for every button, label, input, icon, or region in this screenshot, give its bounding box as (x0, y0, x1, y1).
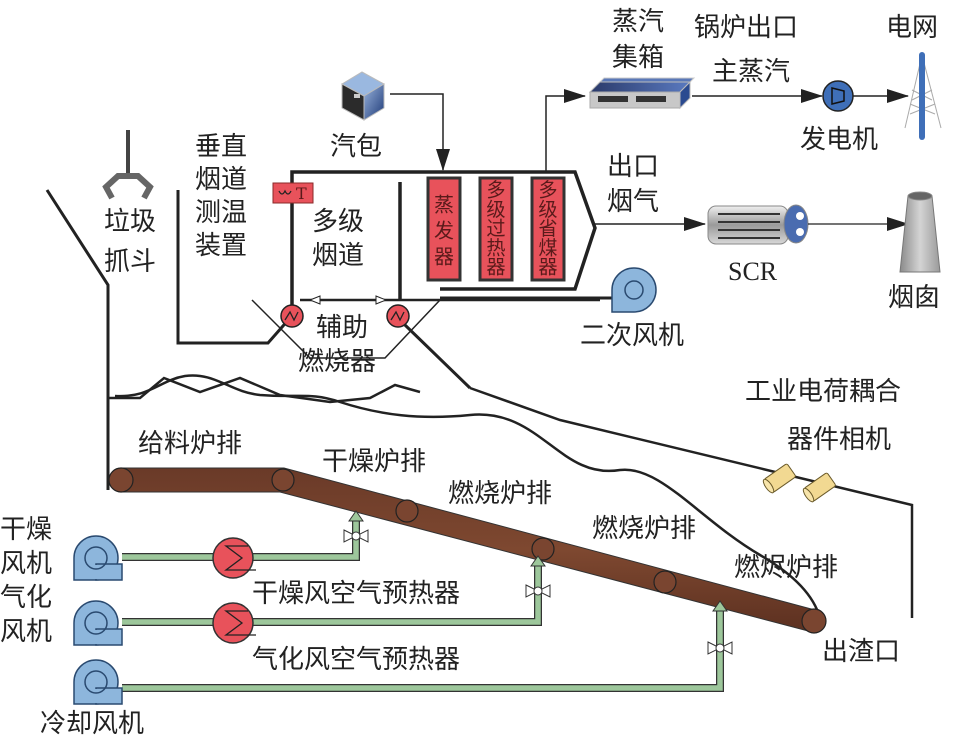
temp-device-line (176, 190, 292, 345)
transmission-tower-icon (904, 52, 942, 140)
valve-icon (707, 641, 733, 655)
centrifugal-fan-icon (73, 600, 123, 646)
burner-right-line (403, 323, 472, 390)
temp-sensor-label: T (296, 184, 307, 203)
burnout-grate-label: 燃烬炉排 (734, 553, 838, 583)
open-arrow-right (308, 295, 321, 305)
valve-icon (525, 584, 551, 598)
feed-grate-label: 给料炉排 (138, 429, 242, 459)
outlet-flue-gas-label-1: 出口 (607, 152, 659, 182)
ccd-camera-icon (762, 463, 836, 503)
feed-hopper-wall (45, 189, 110, 478)
burn-grate-2-label: 燃烧炉排 (592, 514, 696, 544)
burner-icon (280, 304, 304, 328)
centrifugal-fan-icon (73, 535, 123, 581)
scr-reactor-icon (707, 204, 809, 245)
vertical-flue-temp-label-1: 垂直 (195, 132, 247, 162)
chimney-label: 烟囱 (888, 283, 940, 313)
gasify-air-preheater-label: 气化风空气预热器 (252, 645, 460, 675)
superheater-label: 多级过热器 (486, 179, 505, 279)
aux-burner-label-2: 燃烧器 (298, 347, 376, 377)
generator-label: 发电机 (800, 125, 878, 155)
gasify-fan-label-1: 气化 (0, 583, 52, 613)
heat-exchanger-icon (212, 537, 256, 579)
header-box-icon (588, 77, 696, 110)
flame-envelope (114, 374, 822, 619)
burner-funnel (251, 299, 441, 359)
steam-to-header-arrow (545, 89, 586, 172)
slag-outlet-label: 出渣口 (822, 637, 900, 667)
vertical-flue-temp-label-4: 装置 (195, 231, 247, 261)
centrifugal-fan-icon (73, 659, 123, 705)
boiler-outlet-steam-label-2: 主蒸汽 (712, 57, 790, 87)
multi-flue-label-2: 烟道 (312, 241, 364, 271)
camera-line (469, 386, 914, 618)
superheater (478, 176, 514, 282)
dry-fan-label-1: 干燥 (0, 515, 52, 545)
valve-icon (343, 529, 369, 543)
camera-label-1: 工业电荷耦合 (745, 377, 901, 407)
camera-label-2: 器件相机 (787, 425, 891, 455)
grab-label-1: 垃圾 (104, 207, 156, 237)
dry-grate-label: 干燥炉排 (322, 447, 426, 477)
burner-icon (386, 304, 410, 328)
gasify-fan-label-2: 风机 (0, 617, 52, 647)
secondary-fan-label: 二次风机 (580, 321, 684, 351)
centrifugal-fan-icon (611, 267, 657, 313)
cool-fan-label: 冷却风机 (40, 709, 144, 739)
multi-flue-label-1: 多级 (312, 207, 364, 237)
air-arrows (348, 510, 728, 612)
boiler-outlet-steam-label-1: 锅炉出口 (694, 13, 798, 43)
grab-claw-icon (102, 130, 154, 200)
economizer-label: 多级省煤器 (538, 179, 557, 279)
aux-burner-label-1: 辅助 (316, 313, 368, 343)
temperature-sensor: T (272, 182, 314, 204)
vertical-flue-temp-label-2: 烟道 (195, 165, 247, 195)
dry-air-preheater-label: 干燥风空气预热器 (252, 579, 460, 609)
open-arrow-left (375, 295, 388, 305)
outlet-flue-gas-label-2: 烟气 (607, 187, 659, 217)
dry-fan-label-2: 风机 (0, 549, 52, 579)
generator-icon (822, 80, 854, 112)
drum-label: 汽包 (330, 132, 382, 162)
steam-header-label-2: 集箱 (612, 43, 664, 73)
burn-grate-1-label: 燃烧炉排 (448, 479, 552, 509)
server-cube-icon (340, 71, 386, 121)
economizer (530, 176, 566, 282)
grab-label-2: 抓斗 (104, 247, 156, 277)
chimney-icon (899, 191, 941, 273)
drum-to-evaporator-arrow (390, 93, 450, 171)
vertical-flue-temp-label-3: 测温 (195, 198, 247, 228)
steam-header-label-1: 蒸汽 (612, 7, 664, 37)
furnace-wall (45, 189, 822, 619)
heat-exchanger-icon (212, 602, 256, 644)
evaporator-label: 蒸发器 (434, 192, 454, 268)
grid-label: 电网 (886, 13, 938, 43)
scr-label: SCR (728, 257, 778, 286)
furnace-roof-left (108, 376, 421, 404)
evaporator (426, 176, 462, 282)
grate (108, 467, 827, 634)
